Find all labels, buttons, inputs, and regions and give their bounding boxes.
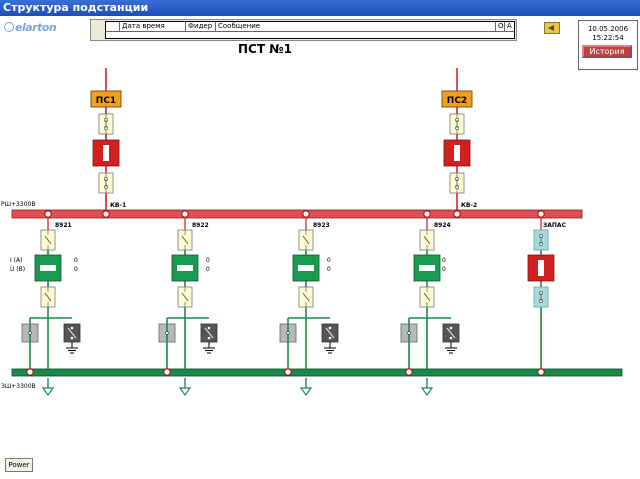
feeder3-grey-switch[interactable] (279, 323, 297, 343)
feeder1-current-label: I (A) (10, 257, 22, 264)
input2-breaker[interactable] (443, 139, 471, 167)
input2-disconnector-upper[interactable] (449, 113, 465, 135)
top-bus-node (302, 210, 310, 218)
events-panel: Дата время Фидер Сообщение О А (90, 19, 517, 41)
feeder1-earthing-switch[interactable] (63, 323, 81, 343)
logo-text: elarton (15, 21, 57, 34)
feeder1-disconnector-lower[interactable] (40, 286, 56, 308)
power-button[interactable]: Power (5, 458, 33, 472)
window-title: Структура подстанции (0, 0, 640, 16)
feeder3-earthing-switch[interactable] (321, 323, 339, 343)
feeder4-earthing-switch[interactable] (442, 323, 460, 343)
feeder3-current-value: 0 (327, 257, 331, 264)
bottom-bus-node (284, 368, 292, 376)
events-col-o: О (498, 22, 505, 31)
feeder2-current-value: 0 (206, 257, 210, 264)
feeder3-voltage-value: 0 (327, 266, 331, 273)
events-col-feeder: Фидер (186, 22, 216, 31)
source-ps2-label: ПС2 (447, 96, 467, 106)
kv2-label: КВ-2 (461, 202, 477, 209)
feeder3-breaker[interactable] (292, 254, 320, 282)
events-back-button[interactable] (544, 22, 560, 34)
top-bus-label: РШ+3300В (1, 201, 35, 208)
logo: elarton (4, 21, 57, 34)
top-bus-node (453, 210, 461, 218)
top-bus-node (537, 210, 545, 218)
reserve-disconnector-upper[interactable] (533, 229, 549, 251)
bottom-bus-node (26, 368, 34, 376)
events-table[interactable]: Дата время Фидер Сообщение О А (105, 21, 515, 39)
source-ps1[interactable]: ПС1 (90, 90, 122, 108)
feeder2-disconnector-upper[interactable] (177, 229, 193, 251)
date-text: 10.05.2006 (587, 25, 629, 33)
bottom-bus (11, 368, 623, 377)
feeder3-disconnector-lower[interactable] (298, 286, 314, 308)
page-title: ПСТ №1 (238, 42, 292, 56)
events-col-a: А (507, 22, 512, 30)
top-bus-node (181, 210, 189, 218)
datetime-panel: 10.05.2006 15:22:54 История (578, 20, 638, 70)
top-bus (11, 209, 583, 219)
feeder1-voltage-label: U (B) (10, 266, 25, 273)
feeder4-ground-icon (444, 341, 458, 354)
feeder1-grey-switch[interactable] (21, 323, 39, 343)
feeder4-voltage-value: 0 (442, 266, 446, 273)
feeder2-output-arrow-icon (179, 377, 191, 396)
feeder2-disconnector-lower[interactable] (177, 286, 193, 308)
top-bus-node (44, 210, 52, 218)
feeder4-grey-switch[interactable] (400, 323, 418, 343)
feeder1-label: 8921 (55, 222, 72, 229)
feeder1-ground-icon (65, 341, 79, 354)
feeder3-output-arrow-icon (300, 377, 312, 396)
feeder1-current-value: 0 (74, 257, 78, 264)
top-bus-node (423, 210, 431, 218)
bottom-bus-node (405, 368, 413, 376)
time-text: 15:22:54 (592, 34, 624, 42)
feeder4-disconnector-lower[interactable] (419, 286, 435, 308)
feeder1-breaker[interactable] (34, 254, 62, 282)
reserve-breaker[interactable] (527, 254, 555, 282)
input1-breaker[interactable] (92, 139, 120, 167)
feeder3-ground-icon (323, 341, 337, 354)
bottom-bus-node (163, 368, 171, 376)
feeder1-voltage-value: 0 (74, 266, 78, 273)
source-ps2[interactable]: ПС2 (441, 90, 473, 108)
events-col-datetime: Дата время (120, 22, 186, 31)
reserve-disconnector-lower[interactable] (533, 286, 549, 308)
feeder2-grey-switch[interactable] (158, 323, 176, 343)
feeder4-breaker[interactable] (413, 254, 441, 282)
kv1-label: КВ-1 (110, 202, 126, 209)
input1-disconnector-upper[interactable] (98, 113, 114, 135)
feeder3-disconnector-upper[interactable] (298, 229, 314, 251)
feeder2-earthing-switch[interactable] (200, 323, 218, 343)
events-empty-row (106, 31, 514, 32)
history-button[interactable]: История (582, 45, 632, 58)
feeder2-ground-icon (202, 341, 216, 354)
feeder4-label: 8924 (434, 222, 451, 229)
input2-disconnector-lower[interactable] (449, 172, 465, 194)
source-ps1-label: ПС1 (96, 96, 116, 106)
input1-disconnector-lower[interactable] (98, 172, 114, 194)
feeder2-breaker[interactable] (171, 254, 199, 282)
logo-ring-icon (4, 22, 14, 32)
feeder4-output-arrow-icon (421, 377, 433, 396)
feeder4-disconnector-upper[interactable] (419, 229, 435, 251)
reserve-label: ЗАПАС (543, 222, 567, 229)
top-bus-node (102, 210, 110, 218)
events-col-marker (106, 22, 120, 31)
bottom-bus-node (537, 368, 545, 376)
feeder2-label: 8922 (192, 222, 209, 229)
feeder3-label: 8923 (313, 222, 330, 229)
feeder1-output-arrow-icon (42, 377, 54, 396)
feeder2-voltage-value: 0 (206, 266, 210, 273)
events-col-message: Сообщение (216, 22, 496, 31)
feeder4-current-value: 0 (442, 257, 446, 264)
feeder1-disconnector-upper[interactable] (40, 229, 56, 251)
bottom-bus-label: ЗШ+3300В (1, 383, 36, 390)
